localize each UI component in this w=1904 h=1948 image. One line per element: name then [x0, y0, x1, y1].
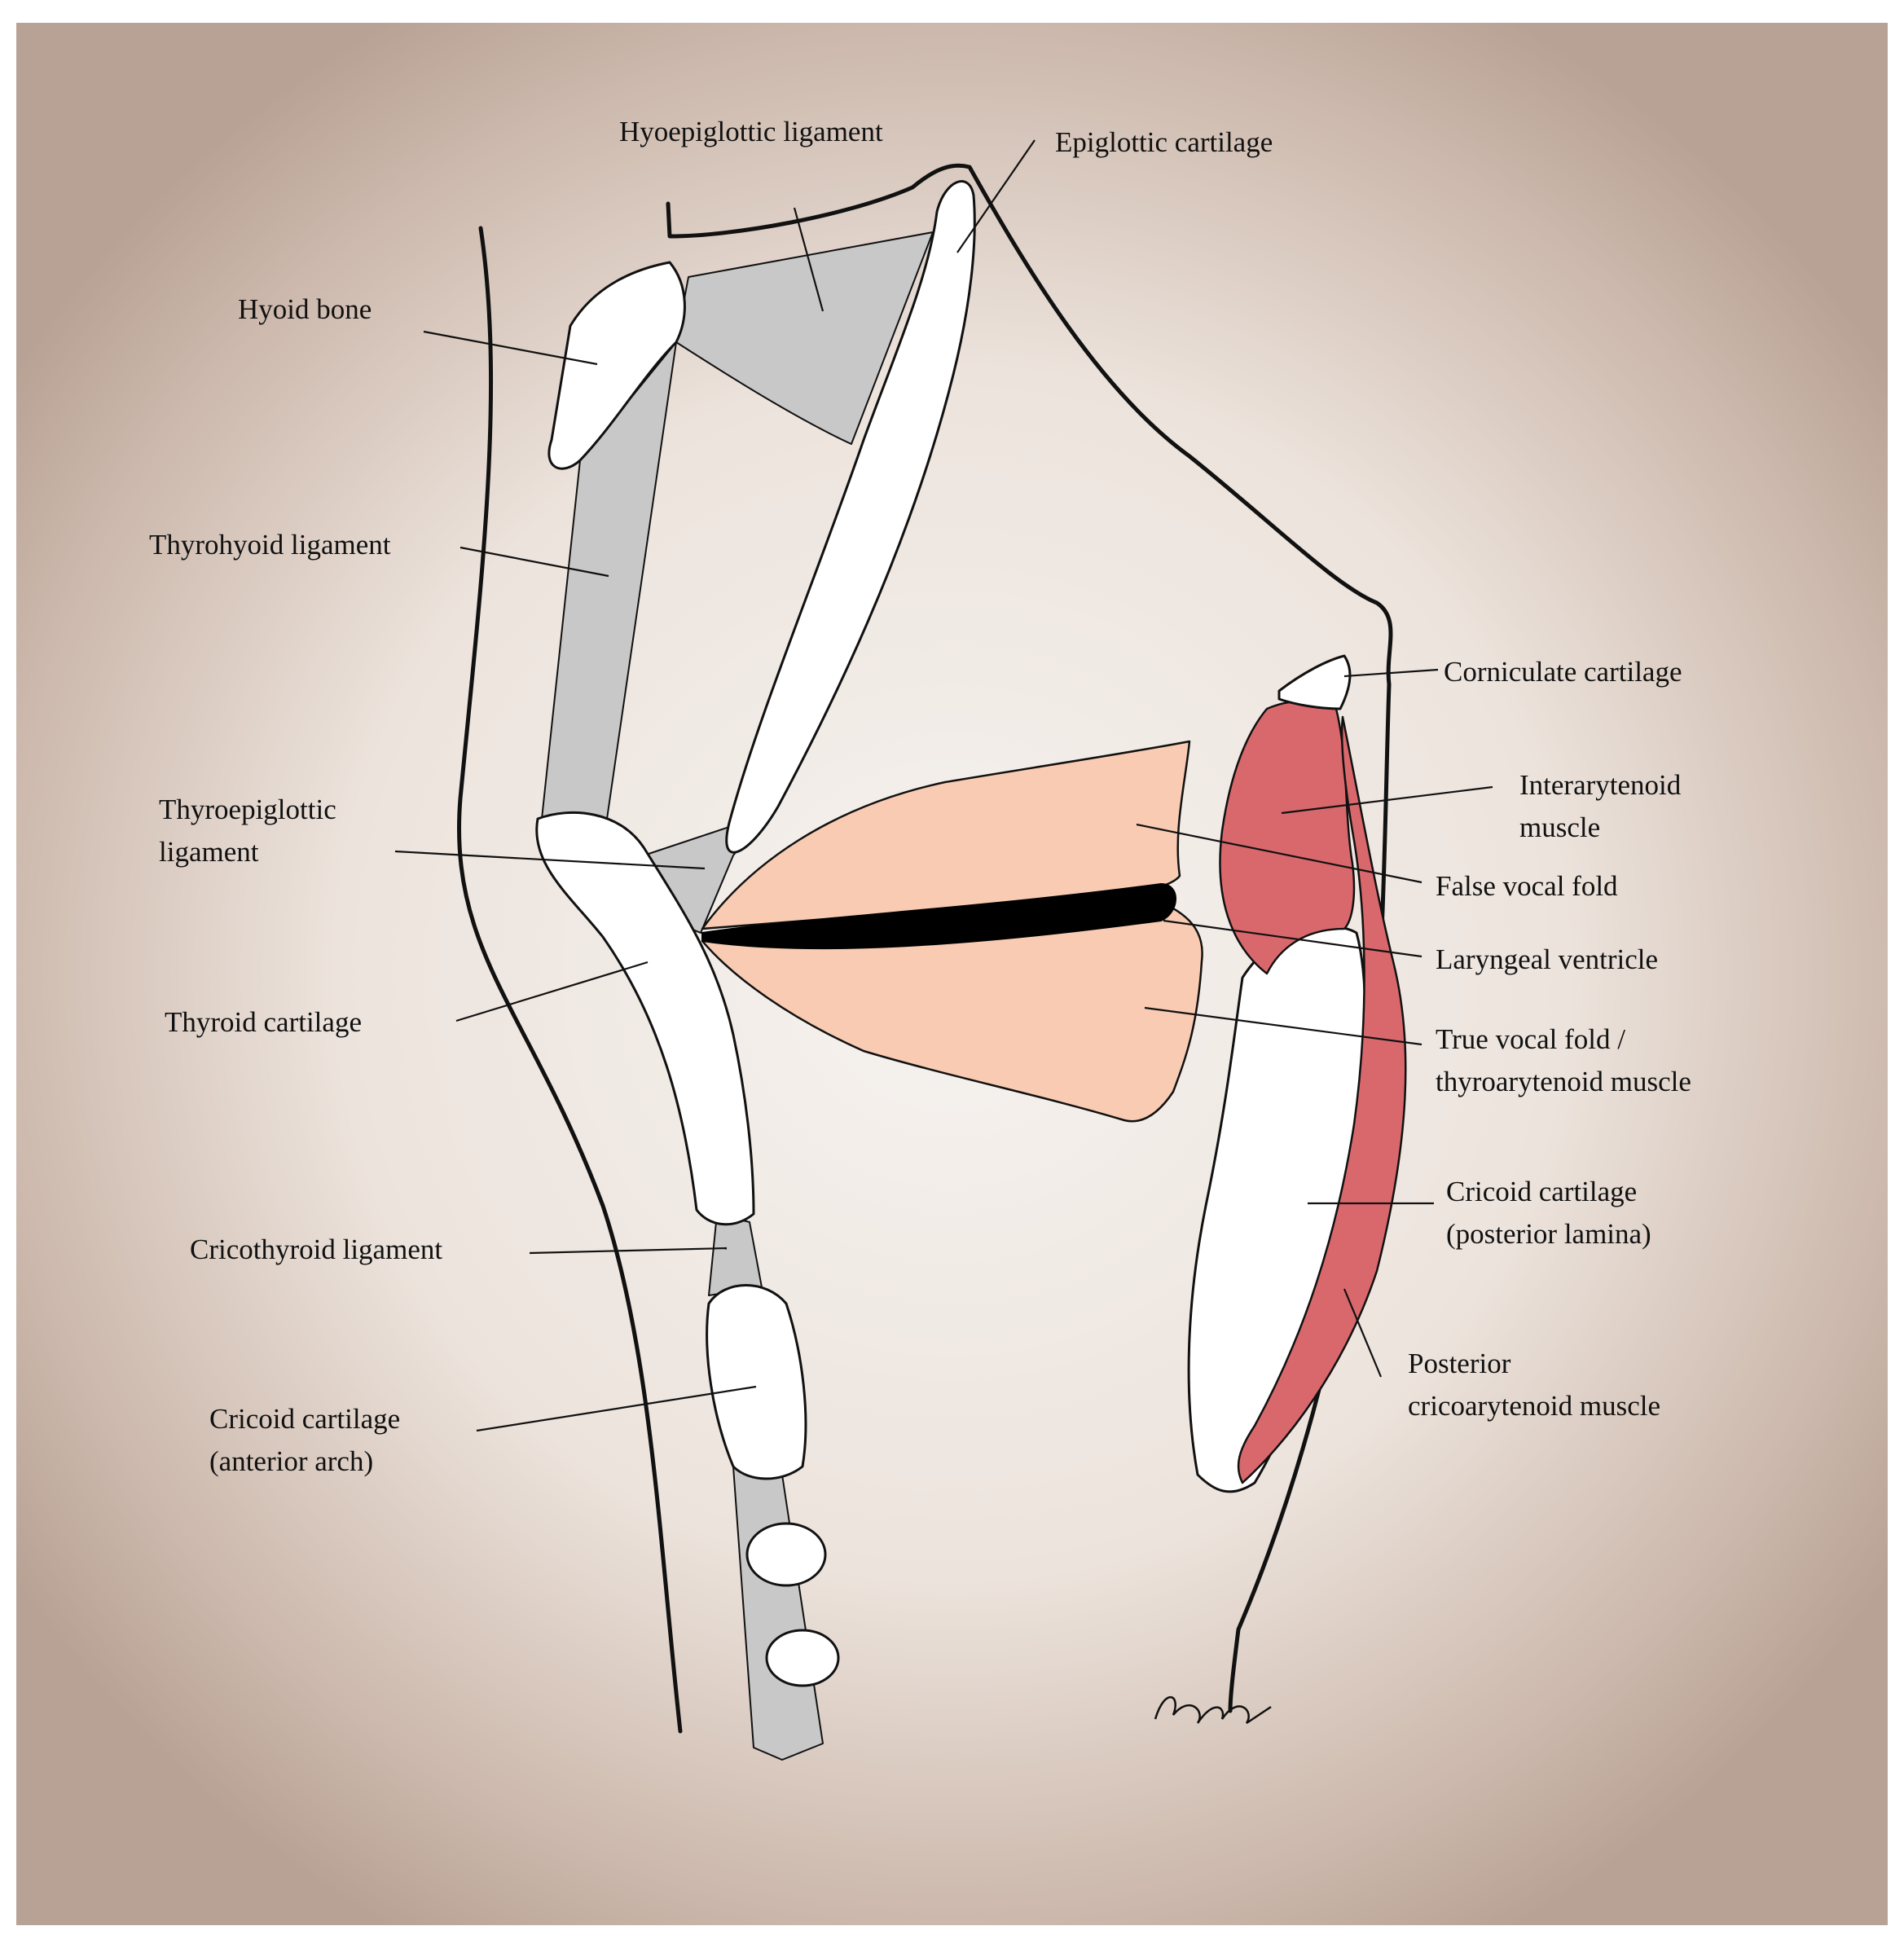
- label-cricoid-anterior-line2: (anterior arch): [209, 1445, 373, 1477]
- label-thyroid-cartilage: Thyroid cartilage: [165, 1006, 362, 1038]
- tracheal-ring-2: [765, 1629, 840, 1687]
- label-laryngeal-ventricle: Laryngeal ventricle: [1436, 943, 1658, 975]
- label-cricoid-posterior-line1: Cricoid cartilage: [1446, 1176, 1637, 1207]
- label-thyroepiglottic-ligament-line2: ligament: [159, 836, 259, 868]
- posterior-cricoarytenoid-muscle-shape: [1237, 715, 1407, 1484]
- label-corniculate-cartilage: Corniculate cartilage: [1444, 656, 1682, 688]
- label-interarytenoid-line2: muscle: [1519, 811, 1600, 843]
- cricoid-anterior-arch-shape: [706, 1284, 807, 1480]
- thyroid-cartilage-shape: [535, 811, 755, 1226]
- label-true-vocal-fold-line1: True vocal fold /: [1436, 1023, 1625, 1055]
- cricothyroid-ligament-shape: [708, 1213, 763, 1296]
- label-true-vocal-fold-line2: thyroarytenoid muscle: [1436, 1066, 1691, 1097]
- interarytenoid-muscle-shape: [1219, 700, 1356, 975]
- label-cricothyroid-ligament: Cricothyroid ligament: [190, 1233, 442, 1265]
- label-interarytenoid-line1: Interarytenoid: [1519, 769, 1682, 801]
- label-hyoid-bone: Hyoid bone: [238, 293, 372, 325]
- label-posterior-cricoarytenoid-line1: Posterior: [1408, 1348, 1511, 1379]
- tracheal-ring-1: [745, 1522, 827, 1587]
- laryngeal-ventricle-shape: [701, 882, 1176, 950]
- label-false-vocal-fold: False vocal fold: [1436, 870, 1618, 902]
- label-thyroepiglottic-ligament-line1: Thyroepiglottic: [159, 794, 336, 825]
- label-thyrohyoid-ligament: Thyrohyoid ligament: [149, 529, 391, 561]
- label-cricoid-anterior-line1: Cricoid cartilage: [209, 1403, 400, 1435]
- tracheal-ligament-shape: [732, 1466, 824, 1761]
- label-cricoid-posterior-line2: (posterior lamina): [1446, 1218, 1651, 1250]
- posterior-airway-outline: [666, 163, 1393, 1713]
- label-hyoepiglottic-ligament: Hyoepiglottic ligament: [619, 116, 883, 147]
- hyoepiglottic-ligament-shape: [675, 231, 934, 445]
- epiglottic-cartilage-shape: [725, 180, 976, 854]
- label-posterior-cricoarytenoid-line2: cricoarytenoid muscle: [1408, 1390, 1660, 1422]
- leader-lines: [394, 139, 1493, 1432]
- artist-signature: [1154, 1695, 1272, 1725]
- anterior-neck-outline: [457, 226, 683, 1734]
- hyoid-bone-shape: [547, 261, 686, 470]
- label-epiglottic-cartilage: Epiglottic cartilage: [1055, 126, 1273, 158]
- corniculate-cartilage-shape: [1277, 654, 1352, 710]
